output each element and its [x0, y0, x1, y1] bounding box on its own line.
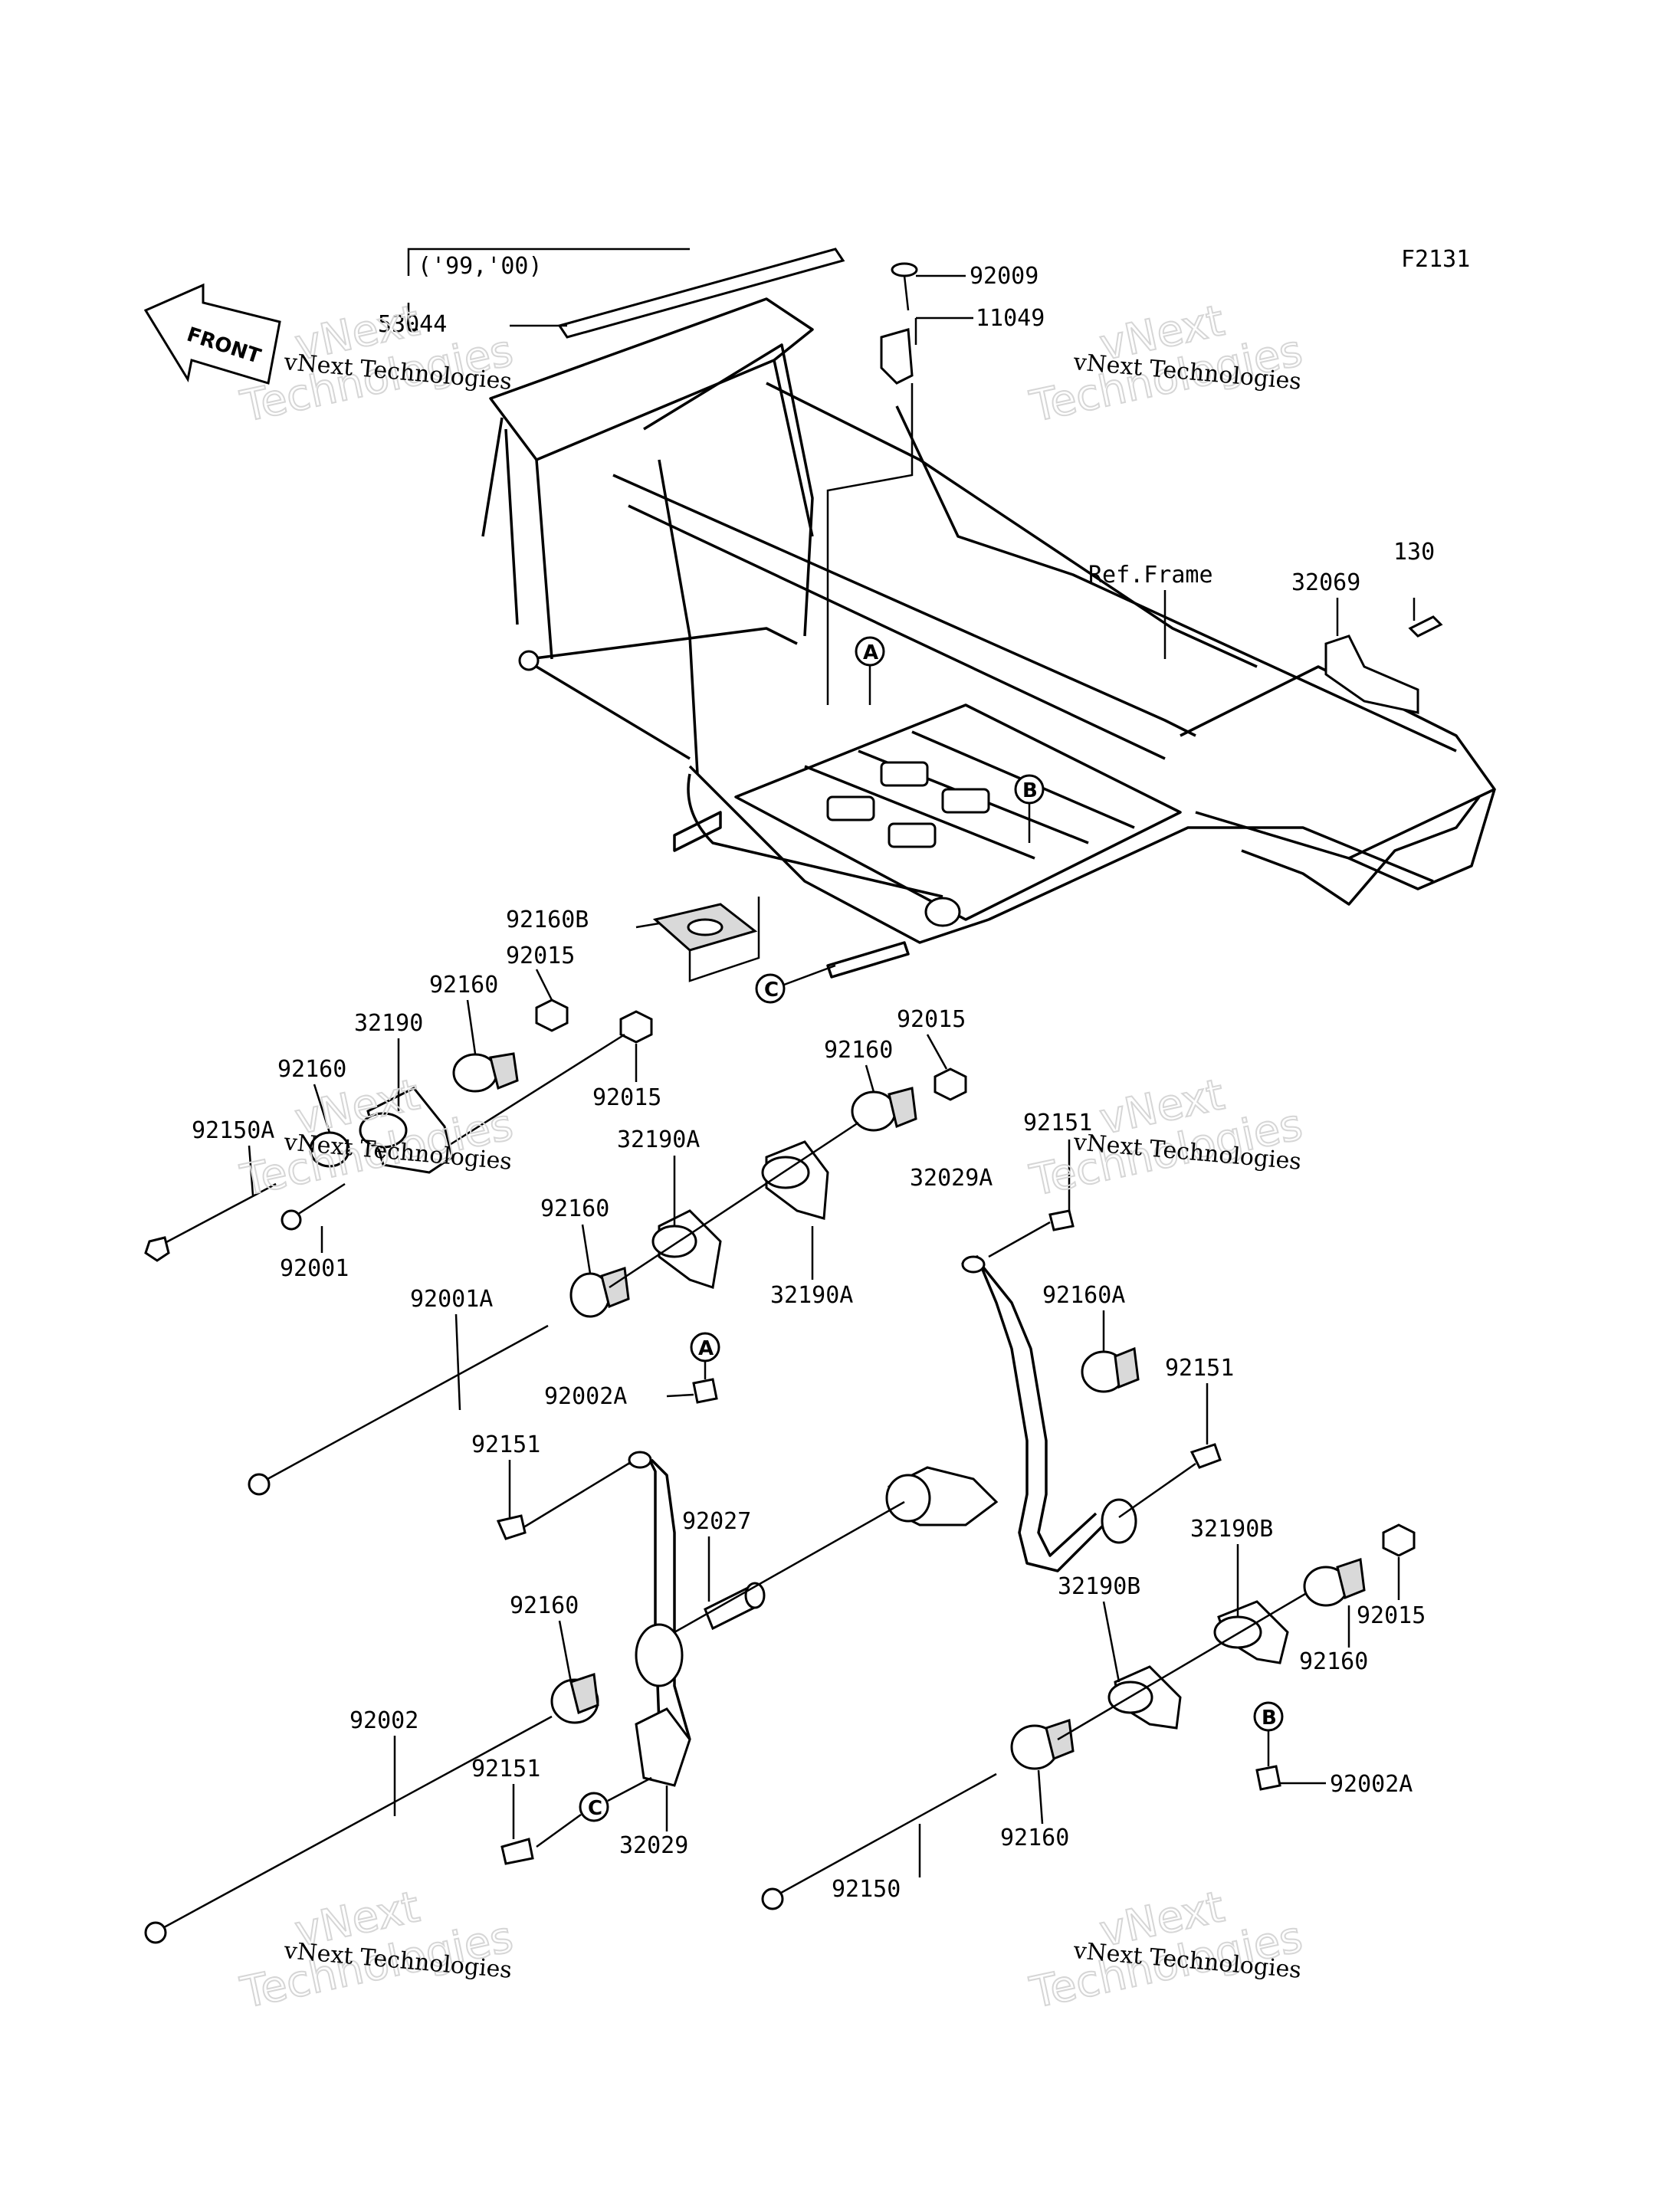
- bracket-32029: C: [144, 1451, 905, 1944]
- label-92160-3: 92160: [824, 1037, 893, 1064]
- part-labels: 53044 92009 11049 32069 130 92160B 92015…: [192, 263, 1435, 1903]
- ref-frame-label: Ref.Frame: [1088, 562, 1213, 589]
- mount-assembly-center: A: [248, 1067, 967, 1496]
- label-92001: 92001: [280, 1255, 349, 1282]
- label-92151-1: 92151: [1023, 1110, 1092, 1136]
- label-92002A-1: 92002A: [544, 1383, 627, 1410]
- label-92151-4: 92151: [471, 1756, 540, 1782]
- label-32069: 32069: [1291, 569, 1360, 596]
- bracket-32069: [1324, 635, 1419, 714]
- mount-assembly-left: [144, 998, 653, 1262]
- label-11049: 11049: [976, 305, 1045, 332]
- label-32190B-2: 32190B: [1058, 1573, 1140, 1600]
- main-frame: [481, 248, 1496, 979]
- svg-text:B: B: [1022, 779, 1038, 802]
- label-130: 130: [1393, 539, 1435, 566]
- watermark-bottom-right: vNext Technologies vNext Technologies: [1025, 1881, 1307, 2019]
- label-92015-4: 92015: [1357, 1602, 1426, 1629]
- label-92015-3: 92015: [897, 1006, 966, 1033]
- mount-assembly-right: B: [761, 1523, 1416, 1910]
- watermark-mid-right: vNext Technologies vNext Technologies: [1025, 1069, 1307, 1207]
- label-92160-7: 92160: [1000, 1825, 1069, 1851]
- watermark-top-left: vNext Technologies vNext Technologies: [235, 295, 517, 433]
- bracket-11049: [880, 328, 914, 385]
- label-92001A: 92001A: [410, 1286, 493, 1313]
- label-92150: 92150: [832, 1876, 901, 1903]
- diagram-code: F2131: [1401, 246, 1470, 273]
- label-92002A-2: 92002A: [1330, 1771, 1413, 1798]
- callout-c-frame: C: [755, 964, 836, 1004]
- label-92151-3: 92151: [471, 1431, 540, 1458]
- label-92160-5: 92160: [1299, 1648, 1368, 1675]
- label-92160-4: 92160: [540, 1195, 609, 1222]
- label-92027: 92027: [682, 1508, 751, 1535]
- label-92160-1: 92160: [429, 972, 498, 998]
- front-arrow-icon: FRONT: [143, 283, 281, 385]
- svg-text:A: A: [698, 1337, 714, 1360]
- watermark-top-right: vNext Technologies vNext Technologies: [1025, 295, 1307, 433]
- svg-text:C: C: [764, 979, 779, 1002]
- label-32190B-1: 32190B: [1190, 1516, 1273, 1543]
- callout-b-frame: B: [1014, 774, 1045, 843]
- bolt-92009: [891, 262, 918, 311]
- label-92009: 92009: [970, 263, 1039, 290]
- watermark-bottom-left: vNext Technologies vNext Technologies: [235, 1881, 517, 2019]
- label-92150A: 92150A: [192, 1117, 274, 1144]
- label-32190A-1: 32190A: [617, 1126, 700, 1153]
- label-92002: 92002: [349, 1707, 418, 1734]
- label-92151-2: 92151: [1165, 1355, 1234, 1382]
- washer-92160B: [652, 903, 758, 952]
- label-92015-2: 92015: [592, 1084, 661, 1111]
- bolt-130: [1408, 615, 1443, 638]
- year-note-box: ('99,'00): [407, 248, 690, 331]
- label-32029: 32029: [619, 1832, 688, 1859]
- label-92160A: 92160A: [1042, 1282, 1125, 1309]
- label-92160-2: 92160: [277, 1056, 346, 1083]
- label-92015-1: 92015: [506, 943, 575, 969]
- svg-text:C: C: [588, 1797, 602, 1820]
- callout-a-frame: A: [855, 636, 885, 705]
- label-32190A-2: 32190A: [770, 1282, 853, 1309]
- label-92160-6: 92160: [510, 1592, 579, 1619]
- label-32029A: 32029A: [910, 1165, 993, 1192]
- bracket-32029A: [885, 1209, 1222, 1572]
- svg-text:B: B: [1262, 1707, 1277, 1730]
- label-32190: 32190: [354, 1010, 423, 1037]
- label-53044: 53044: [378, 311, 447, 338]
- lower-leaders: [248, 969, 1400, 1877]
- year-note: ('99,'00): [418, 253, 543, 280]
- label-92160B: 92160B: [506, 907, 589, 933]
- svg-text:A: A: [863, 641, 878, 664]
